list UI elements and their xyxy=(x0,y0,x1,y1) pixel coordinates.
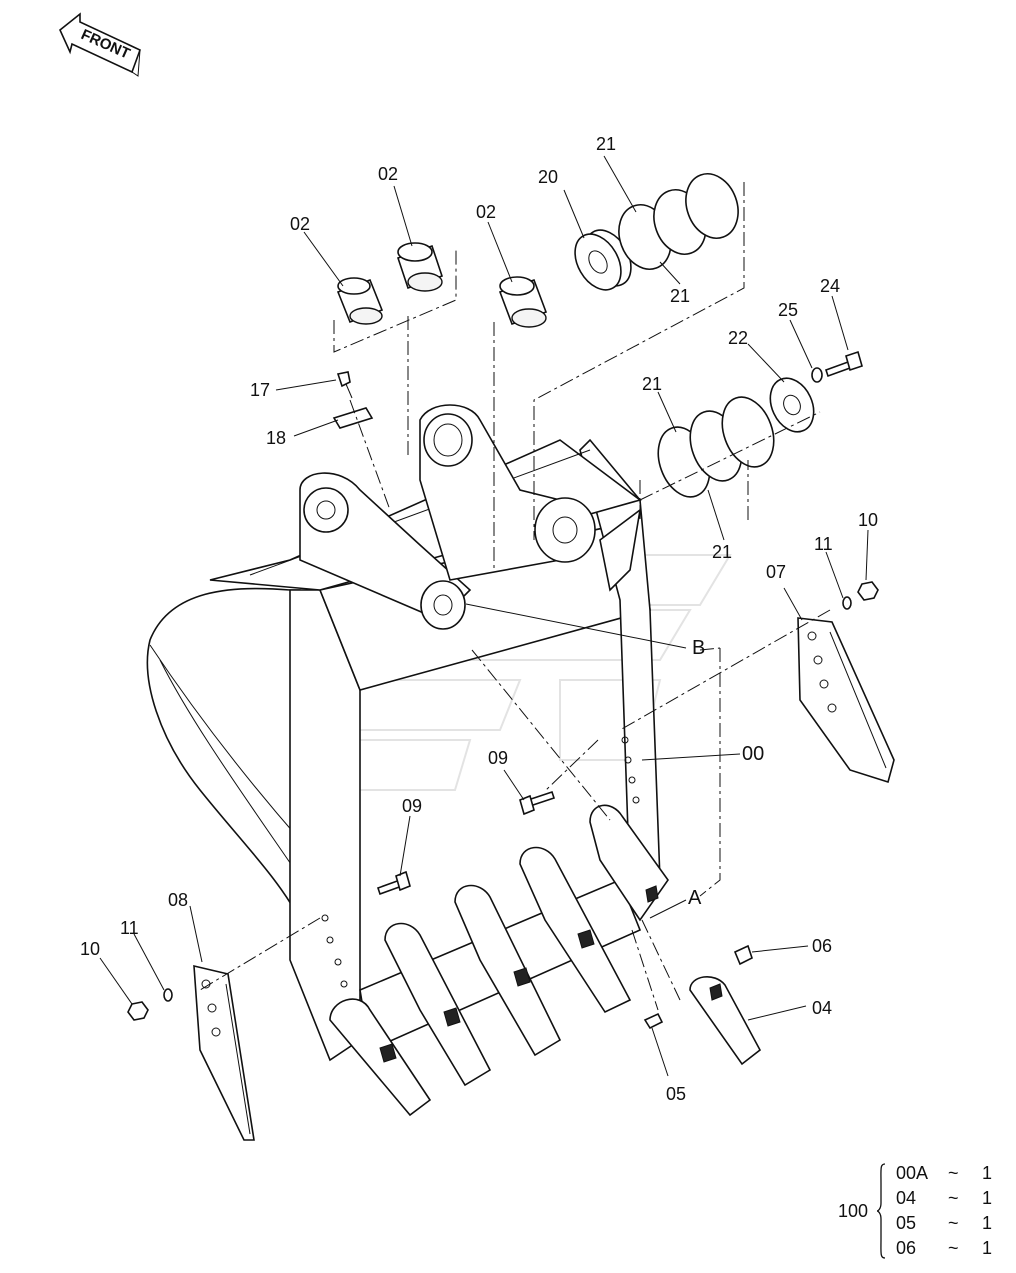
kit-composition-table: 100 00A ~ 1 04 ~ 1 05 ~ 1 06 ~ 1 xyxy=(838,1163,1008,1263)
callout-25: 25 xyxy=(778,300,798,320)
nut-10-right xyxy=(857,581,879,601)
ref-point-b: B xyxy=(692,637,705,659)
kit-row-sep: ~ xyxy=(948,1213,959,1233)
bucket-teeth xyxy=(329,804,669,1117)
bolt-24 xyxy=(824,350,863,378)
callout-21-c: 21 xyxy=(642,374,662,394)
kit-row-sep: ~ xyxy=(948,1238,959,1258)
callout-09-lower: 09 xyxy=(402,796,422,816)
bolt-17 xyxy=(336,371,353,399)
callout-04: 04 xyxy=(812,998,832,1018)
kit-row-sep: ~ xyxy=(948,1163,959,1183)
callout-02-c: 02 xyxy=(476,202,496,222)
washer-25 xyxy=(811,367,823,383)
kit-row: 00A ~ 1 xyxy=(896,1163,996,1185)
plate-18 xyxy=(332,407,374,429)
callout-07: 07 xyxy=(766,562,786,582)
callout-02-a: 02 xyxy=(290,214,310,234)
callout-21-d: 21 xyxy=(712,542,732,562)
tooth-04 xyxy=(689,976,762,1066)
brace-icon xyxy=(876,1163,886,1259)
kit-quantity: 100 xyxy=(838,1201,869,1221)
callout-11-right: 11 xyxy=(814,534,833,554)
bolt-09-lower xyxy=(376,870,411,896)
callout-02-b: 02 xyxy=(378,164,398,184)
side-plate-holes xyxy=(321,736,640,1009)
callout-09-upper: 09 xyxy=(488,748,508,768)
kit-row-count: 1 xyxy=(982,1213,993,1233)
side-cutter-08 xyxy=(193,964,255,1141)
kit-row: 05 ~ 1 xyxy=(896,1213,996,1235)
kit-row-code: 05 xyxy=(896,1213,917,1233)
kit-row-code: 00A xyxy=(896,1163,929,1183)
kit-row: 04 ~ 1 xyxy=(896,1188,996,1210)
kit-row-count: 1 xyxy=(982,1238,993,1258)
leader-lines xyxy=(99,155,869,1077)
bushing-02-b xyxy=(396,242,444,292)
callout-11-left: 11 xyxy=(120,918,139,938)
kit-row-code: 04 xyxy=(896,1188,917,1208)
front-arrow-icon: FRONT xyxy=(59,12,142,77)
bolt-09-upper xyxy=(519,790,556,816)
kit-row-count: 1 xyxy=(982,1163,993,1183)
shims-21-lower xyxy=(657,396,775,498)
washer-11-right xyxy=(842,596,852,610)
kit-row-code: 06 xyxy=(896,1238,917,1258)
washer-11-left xyxy=(163,988,173,1002)
callout-10-right: 10 xyxy=(858,510,878,530)
kit-row-count: 1 xyxy=(982,1188,993,1208)
pin-05 xyxy=(643,1012,664,1030)
kit-row-sep: ~ xyxy=(948,1188,959,1208)
bushing-02-c xyxy=(498,276,548,328)
plate-22 xyxy=(769,377,815,433)
callout-21-a: 21 xyxy=(596,134,616,154)
callout-21-b: 21 xyxy=(670,286,690,306)
ref-point-a: A xyxy=(688,887,702,909)
bushing-02-a xyxy=(336,277,384,325)
nut-10-left xyxy=(127,1001,149,1021)
side-cutter-07 xyxy=(797,617,895,784)
callout-05: 05 xyxy=(666,1084,686,1104)
callout-labels: 02 02 02 20 21 21 21 21 22 25 24 17 18 1… xyxy=(80,134,878,1104)
callout-20: 20 xyxy=(538,167,558,187)
callout-00: 00 xyxy=(742,743,764,765)
callout-17: 17 xyxy=(250,380,270,400)
assembly-dash-lines xyxy=(199,182,831,1011)
shims-21-upper xyxy=(618,173,739,270)
callout-10-left: 10 xyxy=(80,939,100,959)
bucket-brackets xyxy=(299,404,642,630)
callout-08: 08 xyxy=(168,890,188,910)
callout-06: 06 xyxy=(812,936,832,956)
kit-row: 06 ~ 1 xyxy=(896,1238,996,1260)
lock-06 xyxy=(733,944,753,966)
callout-24: 24 xyxy=(820,276,840,296)
callout-18: 18 xyxy=(266,428,286,448)
callout-22: 22 xyxy=(728,328,748,348)
